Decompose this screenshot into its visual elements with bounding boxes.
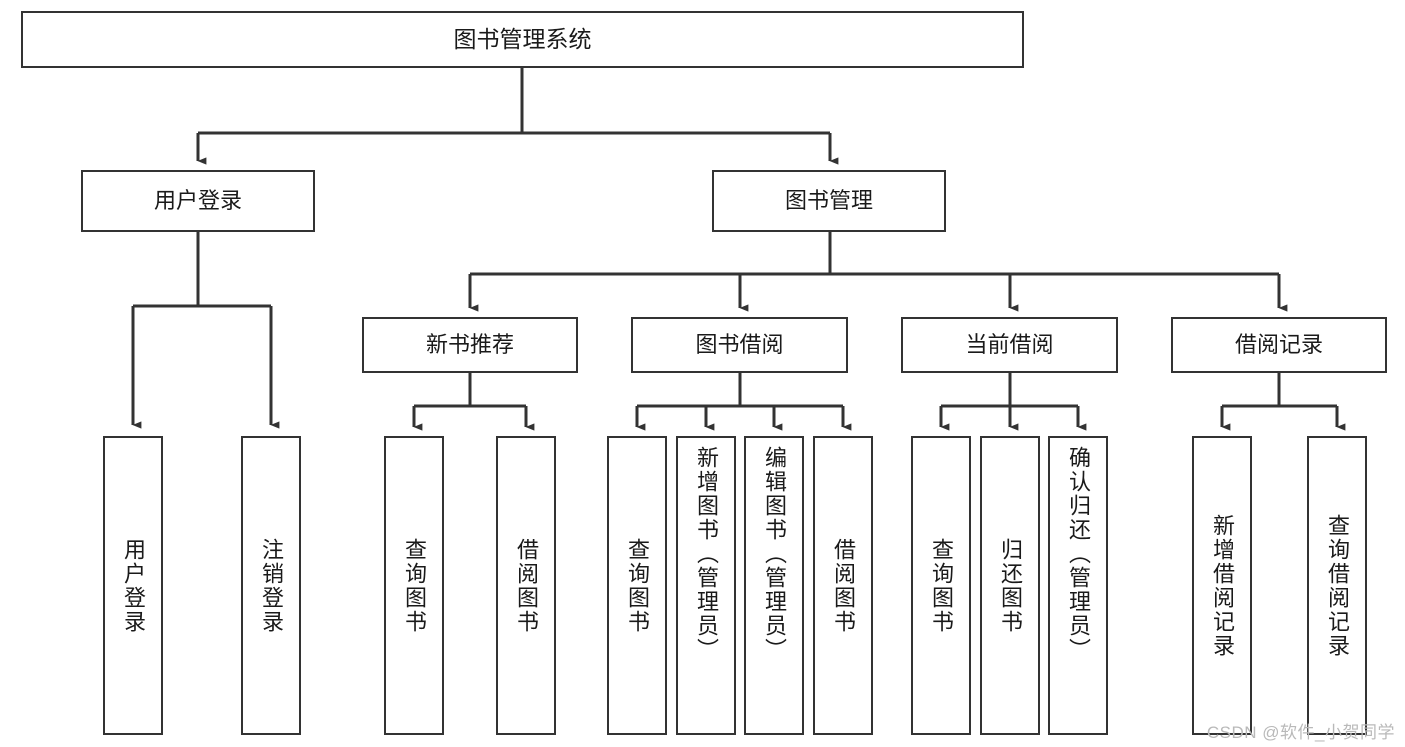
leaf-current-confirm-return-admin[interactable]: 确认归还（管理员） (1048, 436, 1108, 735)
node-book-management[interactable]: 图书管理 (712, 170, 946, 232)
node-root-system[interactable]: 图书管理系统 (21, 11, 1024, 68)
leaf-current-query-book[interactable]: 查询图书 (911, 436, 971, 735)
node-current-borrow[interactable]: 当前借阅 (901, 317, 1118, 373)
leaf-user-login-login[interactable]: 用户登录 (103, 436, 163, 735)
node-borrow-record[interactable]: 借阅记录 (1171, 317, 1387, 373)
node-new-book-recommend-label: 新书推荐 (425, 331, 514, 357)
leaf-current-return-book[interactable]: 归还图书 (980, 436, 1040, 735)
node-borrow-record-label: 借阅记录 (1234, 331, 1323, 357)
leaf-current-return-book-label: 归还图书 (998, 537, 1023, 634)
node-root-system-label: 图书管理系统 (453, 25, 592, 52)
leaf-recommend-borrow-book[interactable]: 借阅图书 (496, 436, 556, 735)
leaf-record-query-record[interactable]: 查询借阅记录 (1307, 436, 1367, 735)
node-user-login-label: 用户登录 (153, 187, 242, 213)
leaf-borrow-add-book-admin[interactable]: 新增图书（管理员） (676, 436, 736, 735)
leaf-record-add-record[interactable]: 新增借阅记录 (1192, 436, 1252, 735)
leaf-borrow-edit-book-admin-label: 编辑图书（管理员） (762, 446, 787, 662)
leaf-borrow-query-book-label: 查询图书 (625, 537, 650, 634)
leaf-user-login-logout-label: 注销登录 (259, 537, 284, 634)
leaf-borrow-borrow-book[interactable]: 借阅图书 (813, 436, 873, 735)
leaf-borrow-edit-book-admin[interactable]: 编辑图书（管理员） (744, 436, 804, 735)
leaf-borrow-query-book[interactable]: 查询图书 (607, 436, 667, 735)
node-current-borrow-label: 当前借阅 (965, 331, 1054, 357)
leaf-record-query-record-label: 查询借阅记录 (1325, 513, 1350, 658)
leaf-current-query-book-label: 查询图书 (929, 537, 954, 634)
leaf-borrow-add-book-admin-label: 新增图书（管理员） (694, 446, 719, 662)
leaf-borrow-borrow-book-label: 借阅图书 (831, 537, 856, 634)
node-book-management-label: 图书管理 (784, 187, 873, 213)
leaf-recommend-borrow-book-label: 借阅图书 (514, 537, 539, 634)
leaf-recommend-query-book[interactable]: 查询图书 (384, 436, 444, 735)
node-user-login[interactable]: 用户登录 (81, 170, 315, 232)
leaf-user-login-login-label: 用户登录 (121, 537, 146, 634)
leaf-recommend-query-book-label: 查询图书 (402, 537, 427, 634)
node-book-borrow-label: 图书借阅 (695, 331, 784, 357)
node-new-book-recommend[interactable]: 新书推荐 (362, 317, 578, 373)
leaf-user-login-logout[interactable]: 注销登录 (241, 436, 301, 735)
leaf-current-confirm-return-admin-label: 确认归还（管理员） (1066, 446, 1091, 662)
node-book-borrow[interactable]: 图书借阅 (631, 317, 848, 373)
leaf-record-add-record-label: 新增借阅记录 (1210, 513, 1235, 658)
